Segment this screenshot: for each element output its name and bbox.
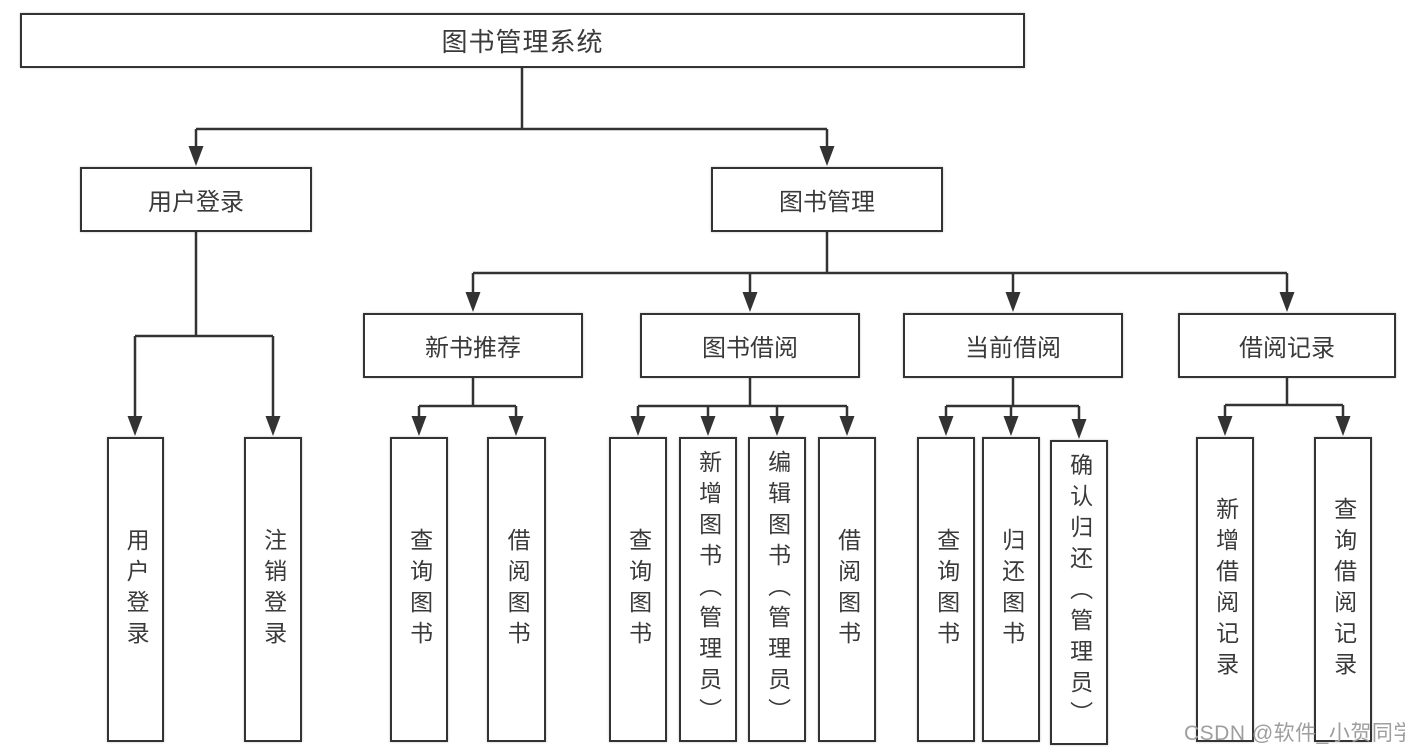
node-current-borrowing-label: 当前借阅	[965, 335, 1061, 362]
node-borrowing-records-label: 借阅记录	[1239, 335, 1335, 362]
node-library-management-system-label: 图书管理系统	[441, 27, 604, 57]
leaf-borrow-books: 借阅图书	[818, 437, 876, 742]
node-user-login-branch-label: 用户登录	[148, 189, 244, 216]
node-library-management-system: 图书管理系统	[20, 13, 1025, 68]
leaf-logout-label: 注销登录	[260, 527, 287, 652]
leaf-logout: 注销登录	[244, 437, 302, 742]
leaf-query-books-borrow: 查询图书	[609, 437, 667, 742]
leaf-borrow-books-recommend-label: 借阅图书	[504, 527, 531, 652]
leaf-user-login-label: 用户登录	[123, 527, 150, 652]
leaf-edit-books-admin-label: 编辑图书（管理员）	[764, 450, 791, 729]
arrowheads	[127, 146, 1351, 439]
node-borrowing-records: 借阅记录	[1178, 313, 1396, 378]
leaf-confirm-return-admin-label: 确认归还（管理员）	[1066, 453, 1093, 732]
leaf-return-books-label: 归还图书	[998, 527, 1025, 652]
leaf-add-books-admin: 新增图书（管理员）	[679, 437, 737, 742]
leaf-return-books: 归还图书	[982, 437, 1040, 742]
leaf-confirm-return-admin: 确认归还（管理员）	[1050, 440, 1108, 745]
leaf-user-login: 用户登录	[107, 437, 164, 742]
leaf-query-borrow-record-label: 查询借阅记录	[1330, 496, 1357, 683]
leaf-borrow-books-label: 借阅图书	[834, 527, 861, 652]
leaf-query-books-recommend-label: 查询图书	[406, 527, 433, 652]
leaf-query-books-current-label: 查询图书	[933, 527, 960, 652]
node-user-login-branch: 用户登录	[80, 167, 312, 232]
leaf-add-borrow-record-label: 新增借阅记录	[1212, 496, 1239, 683]
csdn-watermark: CSDN @软件_小贺同学	[1184, 722, 1405, 745]
leaf-edit-books-admin: 编辑图书（管理员）	[748, 437, 806, 742]
node-new-book-recommendation: 新书推荐	[363, 313, 583, 378]
node-new-book-recommendation-label: 新书推荐	[425, 335, 521, 362]
leaf-add-borrow-record: 新增借阅记录	[1196, 437, 1254, 742]
leaf-query-borrow-record: 查询借阅记录	[1314, 437, 1372, 742]
leaf-query-books-recommend: 查询图书	[390, 437, 448, 742]
leaf-query-books-borrow-label: 查询图书	[625, 527, 652, 652]
connector-paths	[133, 68, 1345, 425]
node-book-borrowing-label: 图书借阅	[702, 335, 798, 362]
leaf-query-books-current: 查询图书	[917, 437, 975, 742]
node-book-borrowing: 图书借阅	[640, 313, 860, 378]
node-book-management-branch-label: 图书管理	[779, 189, 875, 216]
node-current-borrowing: 当前借阅	[903, 313, 1123, 378]
leaf-add-books-admin-label: 新增图书（管理员）	[695, 450, 722, 729]
leaf-borrow-books-recommend: 借阅图书	[487, 437, 546, 742]
node-book-management-branch: 图书管理	[711, 167, 943, 232]
